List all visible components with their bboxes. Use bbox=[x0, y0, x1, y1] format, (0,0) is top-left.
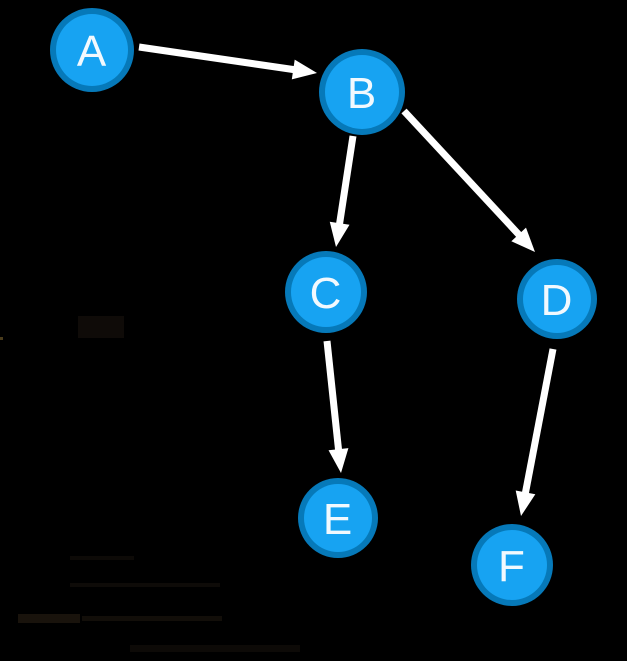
node-C[interactable]: C bbox=[285, 251, 367, 333]
edge-line bbox=[323, 340, 343, 455]
node-body bbox=[56, 14, 128, 86]
edge-line bbox=[138, 43, 299, 74]
node-body bbox=[325, 55, 399, 129]
node-body bbox=[291, 257, 361, 327]
edge-line bbox=[521, 348, 557, 498]
edge-line bbox=[401, 108, 525, 241]
edge-B-C bbox=[329, 135, 357, 247]
node-F[interactable]: F bbox=[471, 524, 553, 606]
node-A[interactable]: A bbox=[50, 8, 134, 92]
arrowhead-icon bbox=[329, 221, 350, 247]
ghost-artifact bbox=[18, 614, 80, 623]
ghost-artifact bbox=[70, 583, 220, 587]
node-body bbox=[523, 265, 591, 333]
edge-line bbox=[335, 135, 357, 229]
ghost-artifact bbox=[130, 645, 300, 652]
arrowhead-icon bbox=[515, 490, 536, 516]
ghost-artifact bbox=[82, 616, 222, 621]
node-E[interactable]: E bbox=[298, 478, 378, 558]
node-B[interactable]: B bbox=[319, 49, 405, 135]
arrowhead-icon bbox=[511, 227, 535, 252]
ghost-artifact bbox=[70, 556, 134, 560]
node-D[interactable]: D bbox=[517, 259, 597, 339]
arrowhead-icon bbox=[328, 448, 349, 473]
ghost-artifact bbox=[0, 337, 3, 340]
arrowhead-icon bbox=[291, 59, 317, 80]
edge-B-D bbox=[401, 108, 535, 252]
node-body bbox=[477, 530, 547, 600]
edge-D-F bbox=[515, 348, 557, 516]
edge-C-E bbox=[323, 340, 349, 473]
edge-A-B bbox=[138, 43, 317, 80]
ghost-artifact bbox=[78, 316, 124, 338]
node-body bbox=[304, 484, 372, 552]
